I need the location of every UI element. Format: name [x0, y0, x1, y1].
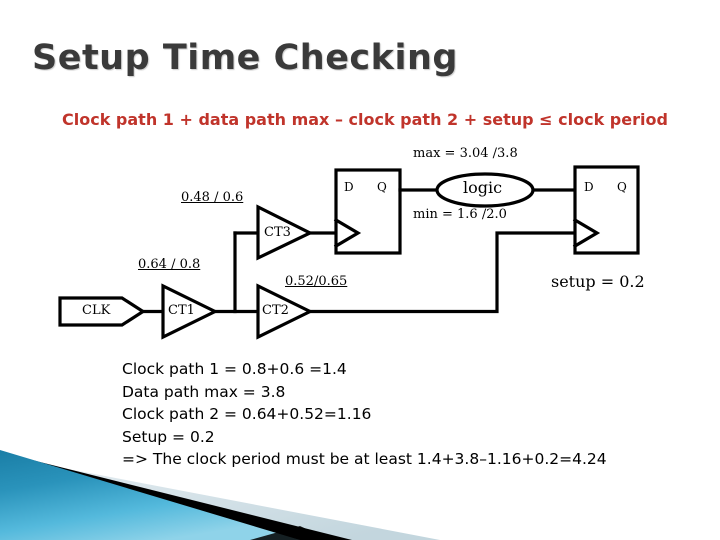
- buffer-ct1-label: CT1: [168, 303, 195, 318]
- datapath-min-label: min = 1.6 /2.0: [413, 207, 507, 222]
- datapath-max-value: 3.04 /3.8: [459, 146, 518, 161]
- flipflop-1-clock-triangle: [333, 217, 362, 249]
- flipflop-2-d-label: D: [584, 180, 594, 194]
- decoration-blue-wedge: [0, 450, 300, 540]
- ct1-delay-label: 0.64 / 0.8: [138, 257, 201, 272]
- buffer-ct2-shape: [256, 283, 314, 340]
- logic-cloud-label: logic: [463, 178, 503, 197]
- flipflop-1-q-label: Q: [377, 180, 387, 194]
- datapath-min-value: 1.6 /2.0: [457, 207, 507, 222]
- calculation-line-1: Clock path 1 = 0.8+0.6 =1.4: [122, 360, 347, 378]
- ct3-delay-label: 0.48 / 0.6: [181, 190, 244, 205]
- datapath-max-prefix: max =: [413, 146, 460, 161]
- decoration-black-stripe: [0, 452, 352, 540]
- wire-ct2-to-ff2-clk: [308, 231, 577, 314]
- setup-time-label: setup = 0.2: [551, 272, 645, 291]
- setup-inequality-formula: Clock path 1 + data path max – clock pat…: [62, 110, 668, 129]
- flipflop-2-clock-triangle: [572, 217, 601, 249]
- ct2-delay-label: 0.52/0.65: [285, 274, 348, 289]
- calculation-line-3: Clock path 2 = 0.64+0.52=1.16: [122, 405, 372, 423]
- calculation-line-4: Setup = 0.2: [122, 427, 215, 446]
- buffer-ct3-shape: [256, 204, 314, 261]
- datapath-min-prefix: min =: [413, 207, 458, 222]
- timing-schematic: [58, 165, 640, 340]
- buffer-ct2-label: CT2: [262, 303, 289, 318]
- page-title: Setup Time Checking: [32, 38, 458, 78]
- clk-pin-label: CLK: [82, 303, 111, 318]
- calculation-line-5: => The clock period must be at least 1.4…: [122, 450, 607, 468]
- calculation-line-2: Data path max = 3.8: [122, 382, 286, 401]
- buffer-ct1-shape: [161, 283, 219, 340]
- datapath-max-label: max = 3.04 /3.8: [413, 146, 518, 161]
- decoration-black-sliver: [250, 526, 330, 540]
- clk-pin-shape: [58, 296, 146, 327]
- flipflop-1-d-label: D: [344, 180, 354, 194]
- slide-corner-decoration: [0, 450, 440, 540]
- flipflop-2-q-label: Q: [617, 180, 627, 194]
- calculation-block: Clock path 1 = 0.8+0.6 =1.4 Data path ma…: [122, 358, 607, 471]
- buffer-ct3-label: CT3: [264, 225, 291, 240]
